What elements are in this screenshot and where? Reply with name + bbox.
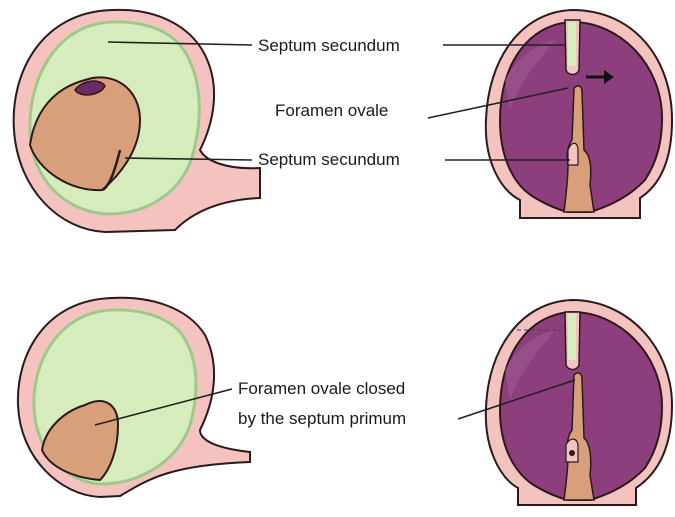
label-closed-line2: by the septum primum bbox=[238, 409, 406, 428]
label-septum-secundum-bottom: Septum secundum bbox=[258, 150, 400, 169]
label-closed-line1: Foramen ovale closed bbox=[238, 379, 405, 398]
bottom-right-chamber bbox=[486, 300, 672, 505]
bottom-right-septum-upper-green bbox=[568, 314, 576, 360]
top-right-septum-knob bbox=[568, 143, 578, 165]
label-foramen-ovale: Foramen ovale bbox=[275, 101, 388, 120]
label-septum-secundum-top: Septum secundum bbox=[258, 36, 400, 55]
top-right-septum-upper-green bbox=[568, 22, 576, 66]
bottom-right-flap-hole bbox=[569, 450, 575, 456]
bottom-left-chamber bbox=[18, 298, 250, 497]
top-right-chamber bbox=[486, 10, 672, 218]
